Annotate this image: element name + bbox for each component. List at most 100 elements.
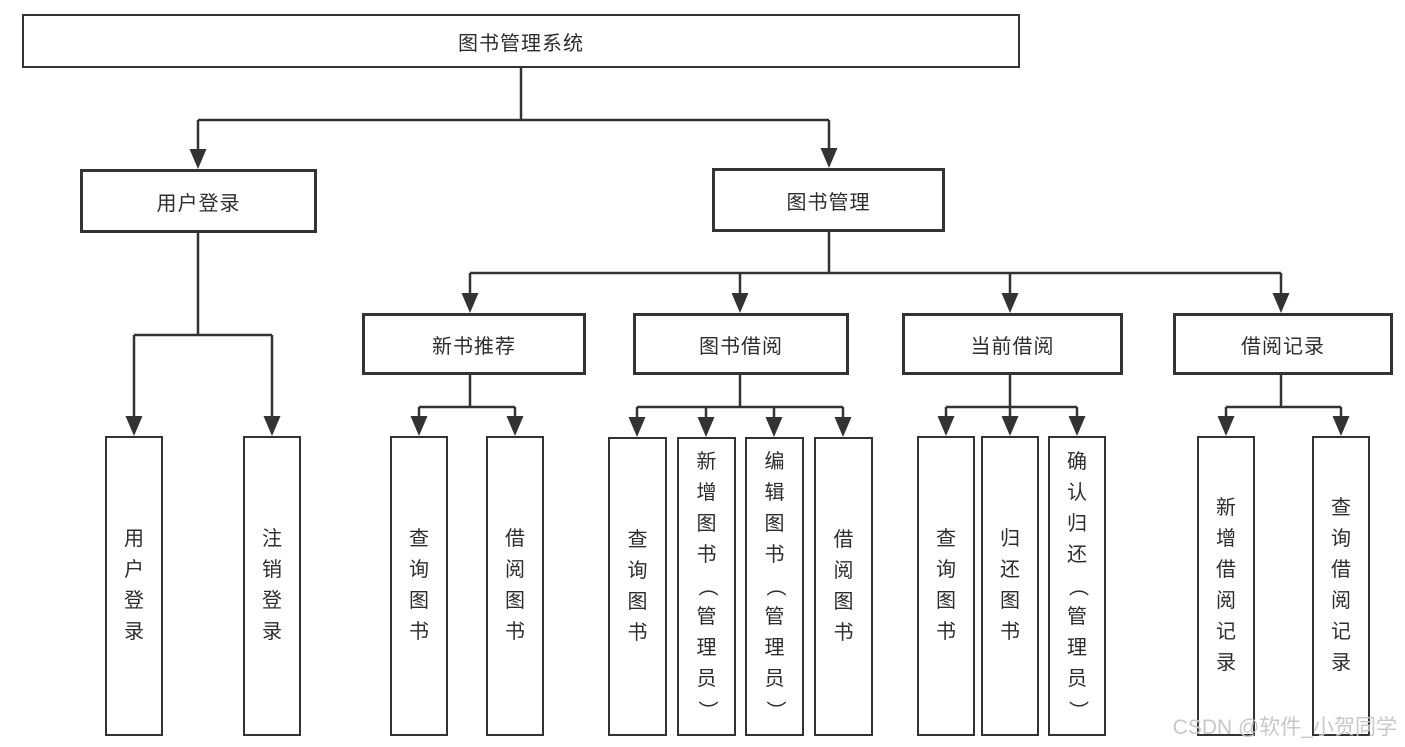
arrowhead-icon	[1001, 416, 1019, 436]
leaf-borrow-books-recommend: 借阅图书	[486, 436, 544, 736]
leaf-char: 录	[262, 621, 282, 643]
leaf-query-borrow-record: 查询借阅记录	[1312, 436, 1370, 736]
leaf-char: 管	[1067, 605, 1087, 628]
leaf-char: （	[696, 576, 718, 597]
leaf-char: 查	[627, 528, 648, 551]
node-user-login: 用户登录	[80, 169, 317, 233]
leaf-char: 查	[409, 528, 429, 550]
leaf-char: 用	[124, 528, 144, 550]
leaf-logout: 注销登录	[243, 436, 301, 736]
leaf-query-books-borrowing: 查询图书	[608, 437, 667, 736]
leaf-char: ）	[1066, 700, 1089, 720]
leaf-char: 员	[1067, 667, 1087, 690]
leaf-char: 员	[764, 668, 785, 690]
leaf-query-books-current: 查询图书	[917, 436, 975, 736]
arrowhead-icon	[765, 417, 783, 437]
leaf-char: 书	[505, 621, 525, 643]
arrowhead-icon	[1217, 416, 1235, 436]
leaf-char: 图	[764, 513, 785, 535]
arrowhead-icon	[697, 417, 715, 437]
leaf-query-books-recommend: 查询图书	[390, 436, 448, 736]
leaf-user-login: 用户登录	[105, 436, 163, 736]
leaf-char: 员	[696, 668, 717, 690]
leaf-char: 书	[936, 621, 956, 643]
leaf-char: 图	[409, 590, 429, 612]
leaf-confirm-return-admin: 确认归还（管理员）	[1048, 436, 1106, 736]
leaf-char: 理	[696, 637, 717, 659]
leaf-char: 图	[833, 590, 854, 613]
leaf-char: 借	[1331, 559, 1351, 581]
node-book-borrowing: 图书借阅	[633, 313, 849, 375]
leaf-char: 增	[1216, 528, 1236, 550]
leaf-char: 图	[505, 590, 525, 612]
leaf-char: 查	[936, 528, 956, 550]
leaf-char: 管	[696, 606, 717, 628]
arrowhead-icon	[125, 416, 143, 436]
leaf-char: 登	[262, 590, 282, 612]
leaf-char: 查	[1331, 497, 1351, 519]
leaf-add-books-admin: 新增图书 （ 管理员 ）	[677, 437, 736, 736]
leaf-char: 还	[1000, 559, 1020, 581]
leaf-char: 归	[1000, 528, 1020, 550]
leaf-char: 录	[1216, 652, 1236, 674]
leaf-char: 询	[409, 559, 429, 581]
leaf-char: 书	[409, 621, 429, 643]
leaf-char: 新	[696, 451, 717, 473]
leaf-char: 记	[1216, 621, 1236, 643]
leaf-char: 借	[505, 528, 525, 550]
leaf-char: 录	[124, 621, 144, 643]
leaf-char: 管	[764, 606, 785, 628]
leaf-char: 确	[1067, 450, 1087, 473]
leaf-char: 理	[1067, 636, 1087, 659]
arrowhead-icon	[506, 416, 524, 436]
arrowhead-icon	[410, 416, 428, 436]
leaf-char: 图	[696, 513, 717, 535]
leaf-edit-books-admin: 编辑图书（管理员）	[745, 437, 804, 736]
leaf-char: 图	[1000, 590, 1020, 612]
leaf-char: 借	[833, 528, 854, 551]
leaf-char: 新	[1216, 497, 1236, 519]
arrowhead-icon	[628, 417, 646, 437]
leaf-char: 登	[124, 590, 144, 612]
leaf-char: 阅	[1216, 590, 1236, 612]
leaf-return-books: 归还图书	[981, 436, 1039, 736]
node-book-management: 图书管理	[712, 168, 945, 232]
arrowhead-icon	[461, 293, 479, 313]
leaf-char: 书	[833, 621, 854, 644]
node-new-book-recommendation: 新书推荐	[362, 313, 586, 375]
arrowhead-icon	[731, 293, 749, 313]
node-current-borrowing: 当前借阅	[902, 313, 1123, 375]
leaf-char: ）	[764, 700, 786, 721]
leaf-char: 图	[627, 590, 648, 613]
arrowhead-icon	[834, 417, 852, 437]
leaf-char: 归	[1067, 512, 1087, 535]
leaf-char: 询	[936, 559, 956, 581]
leaf-char: 图	[936, 590, 956, 612]
leaf-char: 辑	[764, 482, 785, 504]
csdn-watermark: CSDN @软件_小贺同学	[1172, 716, 1397, 739]
leaf-char: 阅	[833, 559, 854, 582]
leaf-char: 书	[627, 621, 648, 644]
leaf-char: 书	[696, 544, 717, 566]
leaf-char: 记	[1331, 621, 1351, 643]
leaf-char: 理	[764, 637, 785, 659]
arrowhead-icon	[263, 416, 281, 436]
leaf-char: ）	[696, 700, 718, 721]
leaf-char: 户	[124, 559, 144, 581]
leaf-char: 询	[1331, 528, 1351, 550]
arrowhead-icon	[1068, 416, 1086, 436]
node-borrowing-records: 借阅记录	[1173, 313, 1393, 375]
leaf-char: 认	[1067, 481, 1087, 504]
leaf-char: （	[1066, 576, 1089, 596]
leaf-char: 录	[1331, 652, 1351, 674]
leaf-char: 询	[627, 559, 648, 582]
arrowhead-icon	[189, 149, 207, 169]
arrowhead-icon	[937, 416, 955, 436]
leaf-char: 注	[262, 528, 282, 550]
leaf-char: 销	[262, 559, 282, 581]
leaf-char: 增	[696, 482, 717, 504]
arrowhead-icon	[820, 148, 838, 168]
leaf-char: 书	[764, 544, 785, 566]
leaf-char: （	[764, 576, 786, 597]
